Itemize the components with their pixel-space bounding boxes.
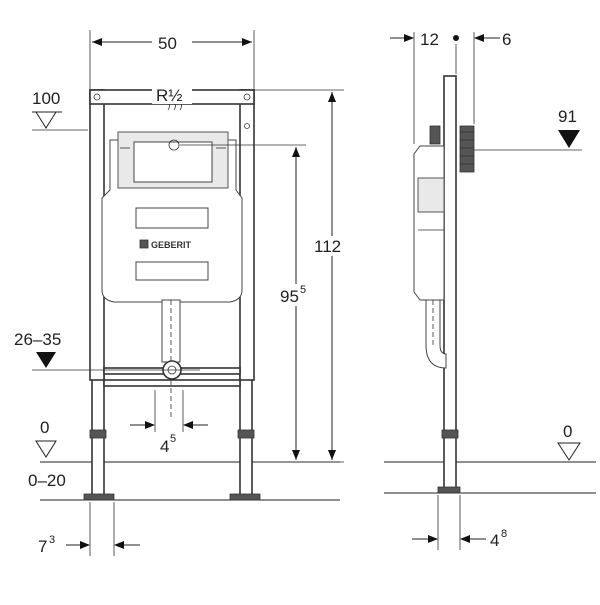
flush-pipe-bend bbox=[425, 299, 447, 369]
side-bolt bbox=[244, 123, 250, 129]
right-foot bbox=[229, 493, 261, 501]
foot-inset-label: 7 bbox=[38, 537, 47, 556]
depth-front-label: 12 bbox=[420, 30, 439, 49]
foot-arrow-left bbox=[80, 541, 90, 549]
depth-arrow-left bbox=[404, 34, 414, 42]
height-95-label: 95 bbox=[280, 287, 299, 306]
offset-arrow-left bbox=[145, 421, 155, 429]
side-view: 12 6 91 0 4 8 bbox=[384, 30, 596, 550]
offset-label-sup: 5 bbox=[170, 433, 176, 445]
cistern-side-valve bbox=[429, 125, 441, 145]
level-26-35-label: 26–35 bbox=[14, 330, 61, 349]
foot-arrow-right bbox=[114, 541, 124, 549]
front-floor-label: 0 bbox=[40, 418, 49, 437]
width-arrow-right bbox=[242, 38, 252, 46]
height-95-arrow-top bbox=[292, 147, 300, 157]
top-left-bolt bbox=[93, 93, 101, 101]
height-95-label-bg bbox=[278, 284, 314, 306]
side-floor-marker bbox=[557, 442, 581, 461]
cistern-panel-1 bbox=[135, 207, 209, 229]
level-26-35-marker bbox=[36, 352, 56, 368]
wall-bracket bbox=[459, 125, 475, 173]
thread-label: R½ bbox=[156, 86, 182, 105]
level-100-marker bbox=[35, 111, 57, 129]
actuator-opening bbox=[133, 141, 213, 183]
foot-inset-label-sup: 3 bbox=[49, 534, 55, 546]
depth-center-dot bbox=[453, 35, 459, 41]
width-arrow-left bbox=[92, 38, 102, 46]
front-floor-marker bbox=[35, 440, 57, 458]
cistern-side bbox=[413, 145, 445, 301]
foot-depth-arrow-left bbox=[428, 535, 438, 543]
foot-depth-label-sup: 8 bbox=[501, 528, 507, 540]
height-112-label: 112 bbox=[314, 237, 341, 256]
side-foot bbox=[437, 486, 461, 494]
depth-back-label: 6 bbox=[502, 30, 511, 49]
height-95-arrow-bottom bbox=[292, 450, 300, 460]
depth-arrow-right bbox=[474, 34, 484, 42]
height-112-arrow-bottom bbox=[328, 450, 336, 460]
cistern-side-block bbox=[417, 177, 445, 213]
width-label-bg bbox=[152, 32, 192, 52]
bottom-rail-lower bbox=[103, 379, 241, 387]
side-floor-label: 0 bbox=[563, 422, 572, 441]
left-foot bbox=[83, 493, 115, 501]
water-inlet bbox=[168, 139, 180, 151]
height-112-label-bg bbox=[312, 236, 354, 256]
height-112-arrow-top bbox=[328, 92, 336, 102]
thread-label-bg bbox=[152, 86, 192, 104]
width-label: 50 bbox=[158, 34, 177, 53]
right-leg-clamp bbox=[237, 429, 255, 439]
cistern-panel-2 bbox=[135, 261, 209, 281]
level-91-marker bbox=[558, 130, 580, 148]
left-leg-clamp bbox=[89, 429, 107, 439]
offset-arrow-right bbox=[183, 421, 193, 429]
top-right-bolt bbox=[243, 93, 251, 101]
level-91-label: 91 bbox=[558, 107, 577, 126]
brand-logo-mark bbox=[139, 239, 149, 249]
floor-adjust-label: 0–20 bbox=[28, 471, 66, 490]
brand-logo: GEBERIT bbox=[151, 240, 192, 250]
height-95-label-sup: 5 bbox=[300, 284, 306, 296]
level-100-label: 100 bbox=[32, 89, 60, 108]
offset-label: 4 bbox=[160, 437, 169, 456]
front-view: GEBERIT 50 R½ 100 112 bbox=[14, 30, 354, 556]
side-leg-clamp bbox=[441, 429, 459, 439]
foot-depth-label: 4 bbox=[490, 531, 499, 550]
foot-depth-arrow-right bbox=[460, 535, 470, 543]
